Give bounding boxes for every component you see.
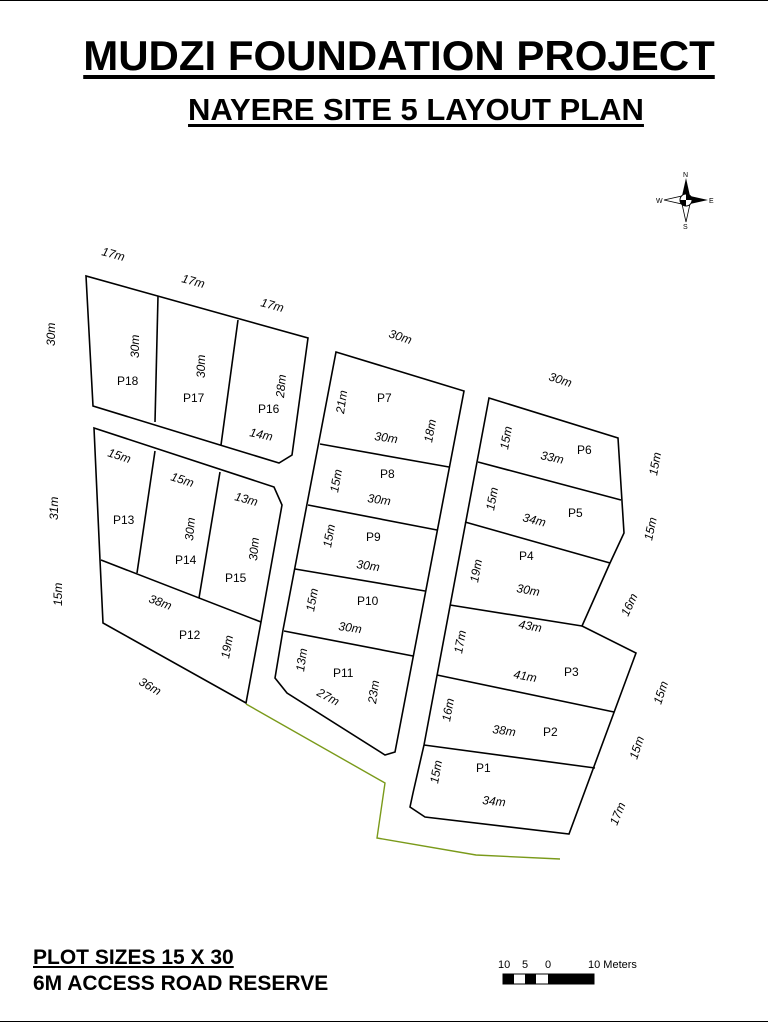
dimension-label: 17m bbox=[607, 800, 629, 827]
plot-label-p14: P14 bbox=[175, 553, 197, 567]
dimension-label: 31m bbox=[47, 497, 61, 520]
dimension-label: 15m bbox=[303, 587, 321, 612]
compass-icon: N S E W bbox=[656, 172, 714, 231]
road-reserve-note: 6M ACCESS ROAD RESERVE bbox=[33, 972, 329, 995]
plot-label-p4: P4 bbox=[519, 549, 534, 563]
dimension-label: 15m bbox=[646, 451, 664, 476]
dimension-label: 17m bbox=[259, 295, 285, 315]
plot-label-p3: P3 bbox=[564, 665, 579, 679]
dimension-label: 21m bbox=[333, 389, 350, 415]
plot-label-p7: P7 bbox=[377, 391, 392, 405]
dimension-label: 30m bbox=[182, 517, 198, 541]
dimension-label: 30m bbox=[44, 323, 58, 346]
compass-west-label: W bbox=[656, 198, 663, 205]
dimension-label: 17m bbox=[451, 629, 469, 654]
dimension-label: 34m bbox=[521, 510, 547, 529]
dimension-label: 15m bbox=[106, 446, 133, 467]
dimension-label: 30m bbox=[194, 355, 208, 378]
dimension-label: 15m bbox=[427, 759, 445, 784]
plot-label-p13: P13 bbox=[113, 513, 135, 527]
dimension-label: 14m bbox=[248, 425, 274, 444]
dimension-label: 17m bbox=[100, 244, 126, 264]
plot-label-p6: P6 bbox=[577, 443, 592, 457]
plot-label-p1: P1 bbox=[476, 761, 491, 775]
plot-label-p10: P10 bbox=[357, 594, 379, 608]
dimension-label: 19m bbox=[218, 634, 236, 659]
dimension-label: 15m bbox=[641, 516, 660, 542]
dimension-label: 16m bbox=[618, 591, 641, 618]
dimension-label: 30m bbox=[246, 537, 262, 561]
plot-label-p18: P18 bbox=[117, 374, 139, 388]
dimension-label: 19m bbox=[467, 558, 485, 583]
dimension-label: 33m bbox=[539, 448, 565, 467]
dimension-label: 15m bbox=[627, 734, 648, 761]
dimension-label: 17m bbox=[180, 271, 206, 291]
dimension-label: 27m bbox=[314, 685, 342, 709]
access-road-line bbox=[245, 703, 561, 860]
dimension-label: 15m bbox=[169, 470, 196, 491]
scale-bar-label: 0 bbox=[545, 959, 551, 971]
scale-bar-label: 10 bbox=[498, 959, 510, 971]
dimension-label: 30m bbox=[387, 327, 414, 348]
plot-label-p2: P2 bbox=[543, 725, 558, 739]
dimension-label: 13m bbox=[293, 647, 310, 672]
dimension-label: 16m bbox=[439, 697, 457, 722]
block-a-outline bbox=[85, 274, 309, 464]
plot-label-p8: P8 bbox=[380, 467, 395, 481]
dimension-label: 38m bbox=[147, 592, 174, 613]
dimension-label: 41m bbox=[512, 667, 537, 685]
plot-label-p15: P15 bbox=[225, 571, 247, 585]
plot-outlines bbox=[85, 274, 637, 835]
dimension-label: 18m bbox=[421, 418, 439, 443]
dimension-label: 15m bbox=[483, 486, 501, 511]
compass-south-label: S bbox=[683, 224, 688, 231]
plot-label-p12: P12 bbox=[179, 628, 201, 642]
dimension-label: 15m bbox=[327, 468, 345, 493]
dimension-label: 30m bbox=[367, 491, 392, 508]
dimension-label: 36m bbox=[137, 674, 164, 698]
dimension-label: 28m bbox=[273, 374, 289, 399]
dimension-label: 15m bbox=[320, 523, 338, 548]
dimension-label: 30m bbox=[515, 581, 540, 599]
dimension-labels: 17m 17m 17m 30m 30m 30m 28m 14m 30m 21m … bbox=[44, 244, 671, 827]
dimension-label: 34m bbox=[482, 793, 507, 809]
plot-label-p11: P11 bbox=[333, 666, 354, 680]
plot-label-p9: P9 bbox=[366, 530, 381, 544]
dimension-label: 15m bbox=[497, 425, 515, 450]
dimension-label: 30m bbox=[128, 335, 142, 358]
plot-label-p5: P5 bbox=[568, 506, 583, 520]
plot-labels: P1 P2 P3 P4 P5 P6 P7 P8 P9 P10 P11 P12 P… bbox=[113, 374, 592, 775]
dimension-label: 15m bbox=[51, 583, 65, 606]
block-d-outline bbox=[409, 396, 637, 835]
scale-bar: 10 5 0 10 Meters bbox=[498, 959, 637, 985]
dimension-label: 23m bbox=[365, 679, 382, 705]
dimension-label: 38m bbox=[492, 722, 517, 739]
dimension-label: 30m bbox=[356, 557, 381, 574]
map-title: MUDZI FOUNDATION PROJECT bbox=[83, 32, 715, 79]
dimension-label: 13m bbox=[233, 489, 259, 509]
dimension-label: 43m bbox=[517, 617, 542, 635]
compass-east-label: E bbox=[709, 198, 714, 205]
block-b-outline bbox=[93, 426, 283, 705]
dimension-label: 15m bbox=[651, 679, 672, 706]
dimension-label: 30m bbox=[374, 429, 399, 446]
dimension-label: 30m bbox=[338, 619, 363, 636]
scale-bar-label: 10 Meters bbox=[588, 959, 637, 971]
plot-label-p16: P16 bbox=[258, 402, 280, 416]
map-subtitle: NAYERE SITE 5 LAYOUT PLAN bbox=[188, 92, 644, 127]
plot-size-note: PLOT SIZES 15 X 30 bbox=[33, 946, 234, 969]
top-border bbox=[0, 0, 768, 1]
bottom-border bbox=[0, 1021, 768, 1022]
dimension-label: 30m bbox=[547, 370, 574, 391]
scale-bar-label: 5 bbox=[522, 959, 528, 971]
block-c-outline bbox=[274, 350, 465, 756]
compass-north-label: N bbox=[683, 172, 688, 179]
plot-label-p17: P17 bbox=[183, 391, 205, 405]
